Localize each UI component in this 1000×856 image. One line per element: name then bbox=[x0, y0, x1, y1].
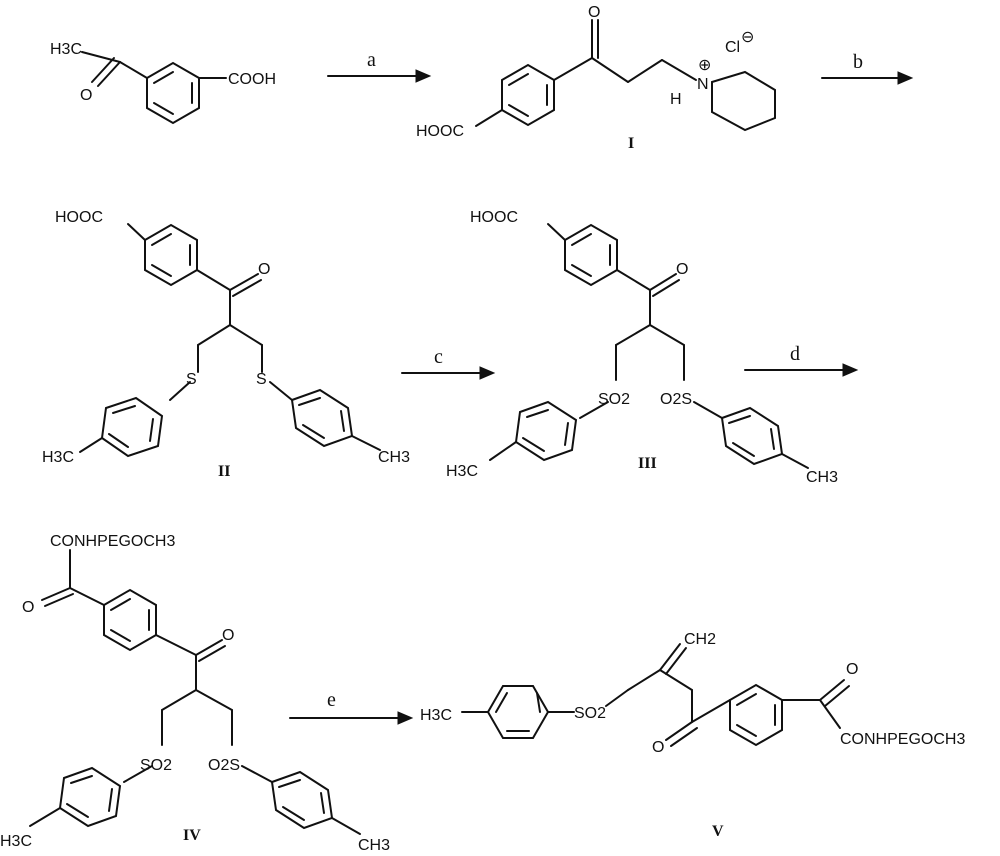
negative-charge: ⊖ bbox=[741, 29, 754, 46]
step-label-b: b bbox=[853, 51, 863, 73]
compound-IV: CONHPEGOCH3 O O SO2 O2S H3C CH3 IV bbox=[0, 533, 390, 854]
sulfone-left-label: SO2 bbox=[598, 391, 630, 408]
compound-II: HOOC O S S H3C CH3 II bbox=[42, 209, 410, 480]
amide-o-label: O bbox=[22, 599, 34, 616]
step-label-c: c bbox=[434, 346, 443, 368]
compound-III: HOOC O SO2 O2S H3C CH3 III bbox=[446, 209, 838, 486]
methyl-label: H3C bbox=[420, 707, 452, 724]
compound-V: H3C SO2 CH2 O O CONHPEGOCH3 V bbox=[420, 631, 965, 840]
amide-o-label: O bbox=[846, 661, 858, 678]
methylene-label: CH2 bbox=[684, 631, 716, 648]
nitrogen-label: N bbox=[697, 76, 709, 93]
benzene-ring bbox=[146, 61, 200, 125]
methyl-left-label: H3C bbox=[446, 463, 478, 480]
compound-label-I: I bbox=[628, 135, 634, 152]
ketone-o-label: O bbox=[676, 261, 688, 278]
compound-label-IV: IV bbox=[183, 827, 201, 844]
hooc-label: HOOC bbox=[416, 123, 464, 140]
sulfur-right-label: S bbox=[256, 371, 267, 388]
methyl-left-label: H3C bbox=[42, 449, 74, 466]
benzene-ring bbox=[729, 683, 783, 747]
reaction-arrow-c: c bbox=[401, 346, 496, 380]
compound-label-II: II bbox=[218, 463, 230, 480]
sulfone-right-label: O2S bbox=[208, 757, 240, 774]
compound-label-V: V bbox=[712, 823, 724, 840]
cooh-label: COOH bbox=[228, 71, 276, 88]
methyl-right-label: CH3 bbox=[806, 469, 838, 486]
reaction-arrow-e: e bbox=[289, 689, 414, 725]
hooc-label: HOOC bbox=[55, 209, 103, 226]
step-label-a: a bbox=[367, 49, 376, 71]
reaction-arrow-d: d bbox=[744, 343, 859, 377]
chloride-label: Cl bbox=[725, 39, 740, 56]
methyl-right-label: CH3 bbox=[358, 837, 390, 854]
peg-amide-label: CONHPEGOCH3 bbox=[50, 533, 175, 550]
hydrogen-label: H bbox=[670, 91, 682, 108]
ketone-o-label: O bbox=[588, 4, 600, 21]
peg-amide-label: CONHPEGOCH3 bbox=[840, 731, 965, 748]
methyl-right-label: CH3 bbox=[378, 449, 410, 466]
step-label-d: d bbox=[790, 343, 800, 365]
methyl-label: H3C bbox=[50, 41, 82, 58]
sulfone-left-label: SO2 bbox=[140, 757, 172, 774]
reaction-arrow-b: b bbox=[821, 51, 914, 85]
sulfone-label: SO2 bbox=[574, 705, 606, 722]
positive-charge: ⊕ bbox=[698, 57, 711, 74]
carbonyl-o-label: O bbox=[80, 87, 92, 104]
reaction-arrow-a: a bbox=[327, 49, 432, 83]
compound-label-III: III bbox=[638, 455, 657, 472]
ketone-o-label: O bbox=[222, 627, 234, 644]
ketone-o-label: O bbox=[258, 261, 270, 278]
ketone-o-label: O bbox=[652, 739, 664, 756]
compound-I: O N H ⊕ Cl ⊖ HOOC I bbox=[416, 4, 776, 152]
piperidine-ring bbox=[711, 70, 776, 132]
sulfone-right-label: O2S bbox=[660, 391, 692, 408]
starting-material: H3C O COOH bbox=[50, 41, 276, 125]
step-label-e: e bbox=[327, 689, 336, 711]
sulfur-left-label: S bbox=[186, 371, 197, 388]
methyl-left-label: H3C bbox=[0, 833, 32, 850]
hooc-label: HOOC bbox=[470, 209, 518, 226]
